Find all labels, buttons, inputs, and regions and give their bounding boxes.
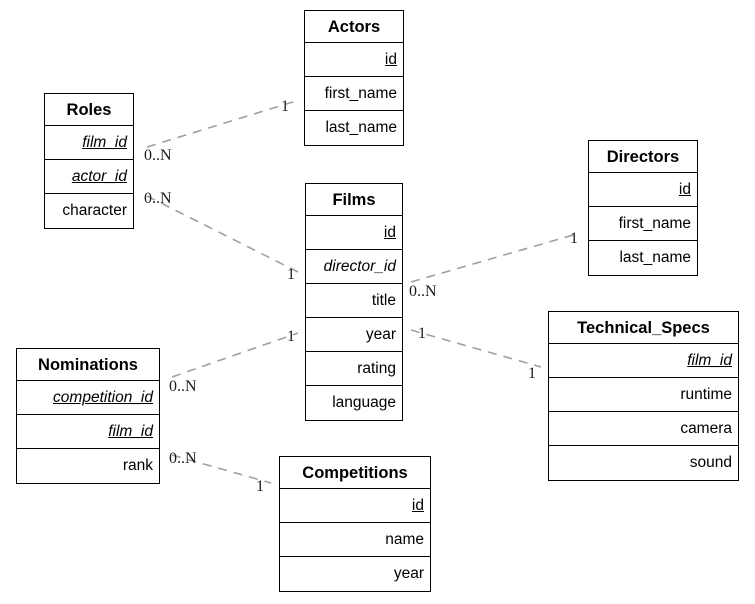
- attribute-directors-first_name[interactable]: first_name: [589, 207, 697, 241]
- cardinality-nominations-competitions-to: 1: [256, 478, 264, 495]
- entity-title-roles: Roles: [45, 94, 133, 126]
- attribute-directors-last_name[interactable]: last_name: [619, 249, 691, 266]
- cardinality-nominations-films-from: 0..N: [169, 378, 197, 395]
- cardinality-roles-actors-to: 1: [281, 98, 289, 115]
- relationship-line-roles-actors: [146, 100, 297, 148]
- attribute-technical_specs-camera[interactable]: camera: [549, 412, 738, 446]
- relationship-line-nominations-films: [171, 332, 299, 378]
- cardinality-nominations-films-to: 1: [287, 328, 295, 345]
- entity-title-films: Films: [306, 184, 402, 216]
- entity-title-technical_specs: Technical_Specs: [549, 312, 738, 344]
- cardinality-roles-films-from: 0..N: [144, 190, 172, 207]
- attribute-nominations-competition_id[interactable]: competition_id: [17, 381, 159, 415]
- attribute-nominations-film_id[interactable]: film_id: [17, 415, 159, 449]
- attribute-roles-character[interactable]: character: [62, 202, 127, 219]
- attribute-actors-first_name[interactable]: first_name: [305, 77, 403, 111]
- attribute-competitions-year[interactable]: year: [393, 565, 424, 582]
- cardinality-films-technical_specs-to: 1: [528, 365, 536, 382]
- cardinality-films-directors-from: 0..N: [409, 283, 437, 300]
- attribute-roles-actor_id[interactable]: actor_id: [45, 160, 133, 194]
- attribute-films-director_id[interactable]: director_id: [306, 250, 402, 284]
- attribute-films-language[interactable]: language: [332, 394, 396, 411]
- cardinality-roles-actors-from: 0..N: [144, 147, 172, 164]
- entity-title-competitions: Competitions: [280, 457, 430, 489]
- attribute-actors-id[interactable]: id: [305, 43, 403, 77]
- cardinality-nominations-competitions-from: 0..N: [169, 450, 197, 467]
- relationship-line-films-technical_specs: [410, 329, 542, 368]
- attribute-directors-id[interactable]: id: [589, 173, 697, 207]
- entity-title-directors: Directors: [589, 141, 697, 173]
- cardinality-roles-films-to: 1: [287, 266, 295, 283]
- attribute-nominations-rank[interactable]: rank: [122, 457, 153, 474]
- entity-title-nominations: Nominations: [17, 349, 159, 381]
- attribute-technical_specs-runtime[interactable]: runtime: [549, 378, 738, 412]
- attribute-competitions-id[interactable]: id: [280, 489, 430, 523]
- cardinality-films-directors-to: 1: [570, 230, 578, 247]
- attribute-films-id[interactable]: id: [306, 216, 402, 250]
- attribute-technical_specs-sound[interactable]: sound: [689, 454, 732, 471]
- attribute-films-rating[interactable]: rating: [306, 352, 402, 386]
- attribute-competitions-name[interactable]: name: [280, 523, 430, 557]
- attribute-technical_specs-film_id[interactable]: film_id: [549, 344, 738, 378]
- attribute-films-title[interactable]: title: [306, 284, 402, 318]
- cardinality-films-technical_specs-from: 1: [418, 325, 426, 342]
- relationship-line-roles-films: [146, 195, 299, 273]
- attribute-films-year[interactable]: year: [306, 318, 402, 352]
- attribute-roles-film_id[interactable]: film_id: [45, 126, 133, 160]
- entity-title-actors: Actors: [305, 11, 403, 43]
- relationship-line-films-directors: [410, 232, 581, 283]
- attribute-actors-last_name[interactable]: last_name: [325, 119, 397, 136]
